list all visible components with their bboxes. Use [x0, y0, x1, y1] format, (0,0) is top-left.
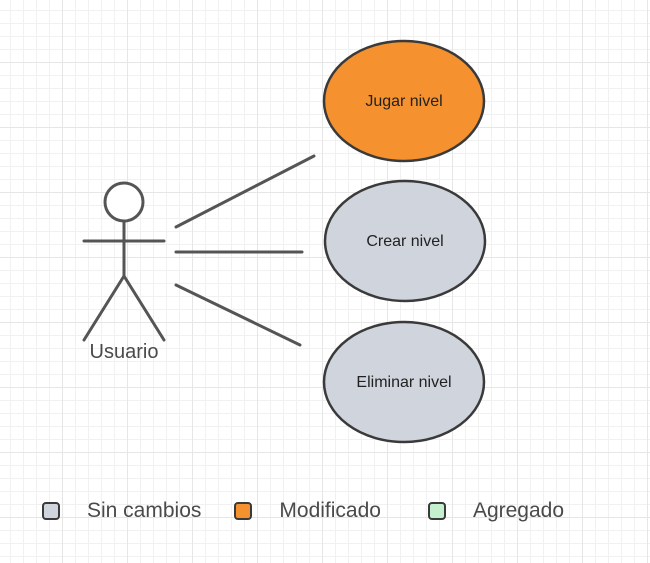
actor-left-leg	[82, 274, 126, 342]
use-case-ellipse	[322, 39, 486, 163]
legend-label: Sin cambios	[87, 499, 202, 522]
actor-right-leg	[122, 274, 166, 342]
legend: Sin cambios Modificado Agregado	[42, 496, 564, 526]
legend-item-sin-cambios: Sin cambios	[42, 499, 201, 523]
use-case-label: Jugar nivel	[365, 93, 442, 110]
legend-item-agregado: Agregado	[427, 499, 565, 523]
actor-usuario[interactable]	[82, 181, 166, 342]
legend-swatch	[42, 502, 60, 520]
actor-label: Usuario	[90, 341, 159, 363]
use-case-eliminar-nivel[interactable]: Eliminar nivel	[322, 320, 486, 444]
legend-swatch	[234, 502, 253, 520]
legend-item-modificado: Modificado	[234, 499, 381, 523]
actor-head	[103, 181, 145, 223]
legend-label: Modificado	[279, 499, 381, 522]
use-case-ellipse	[323, 179, 487, 303]
use-case-label: Eliminar nivel	[356, 374, 451, 391]
legend-label: Agregado	[472, 499, 565, 522]
association-jugar-nivel	[174, 154, 316, 229]
use-case-label: Crear nivel	[366, 233, 443, 250]
use-case-jugar-nivel[interactable]: Jugar nivel	[322, 39, 486, 163]
association-eliminar-nivel	[174, 283, 302, 347]
use-case-crear-nivel[interactable]: Crear nivel	[323, 179, 487, 303]
legend-swatch	[427, 502, 446, 520]
use-case-ellipse	[322, 320, 486, 444]
